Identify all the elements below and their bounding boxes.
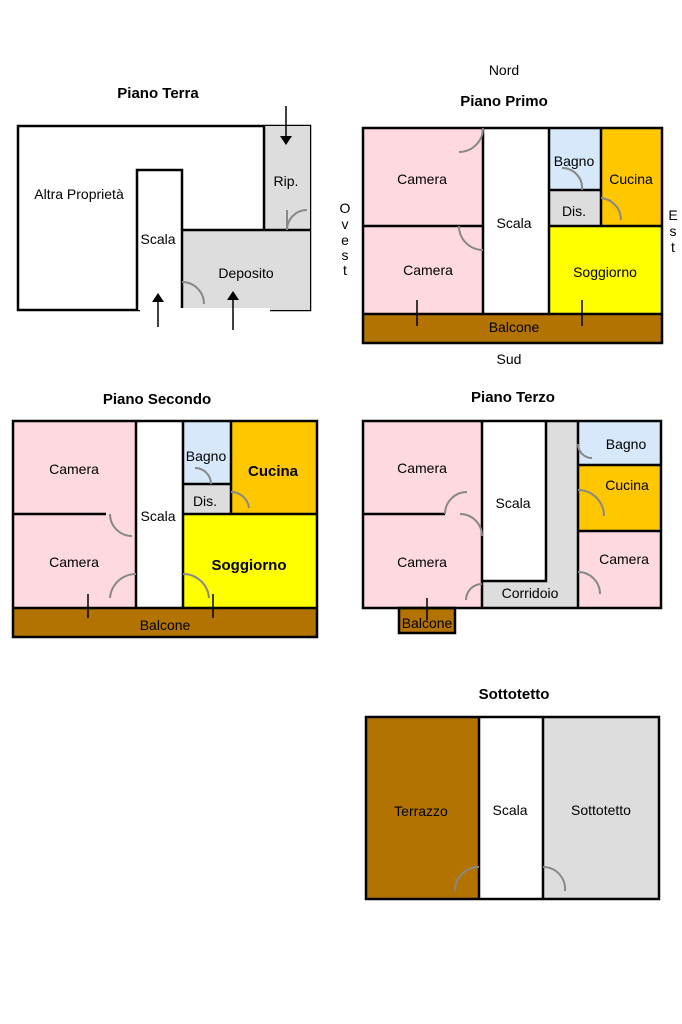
room-scala bbox=[479, 717, 543, 899]
floor-piano-primo: Piano Primo Camera Camera Scala Bagno Di… bbox=[361, 93, 664, 345]
room-camera bbox=[363, 514, 482, 608]
floor-piano-secondo: Piano Secondo Camera Camera Scala Bagno … bbox=[11, 391, 319, 639]
label-camera: Camera bbox=[397, 460, 447, 476]
label-scala: Scala bbox=[496, 215, 531, 231]
door-arc bbox=[577, 443, 593, 459]
label-camera: Camera bbox=[49, 461, 99, 477]
compass-west-char-2: e bbox=[341, 232, 349, 248]
room-camera bbox=[363, 128, 483, 226]
door-arc bbox=[465, 583, 483, 601]
compass-east-char-0: E bbox=[668, 207, 677, 223]
compass-north: Nord bbox=[489, 62, 519, 78]
room-cucina bbox=[601, 128, 662, 226]
label-corridoio: Corridoio bbox=[502, 585, 559, 601]
floor-title: Piano Terzo bbox=[471, 389, 555, 406]
door-arc bbox=[577, 489, 605, 517]
door-arc bbox=[182, 572, 210, 599]
label-soggiorno: Soggiorno bbox=[573, 264, 637, 280]
room-camera bbox=[363, 421, 482, 514]
door-arc bbox=[454, 866, 480, 892]
compass-west-char-1: v bbox=[342, 216, 349, 232]
label-altra-proprieta: Altra Proprietà bbox=[34, 186, 124, 202]
label-balcone: Balcone bbox=[489, 319, 540, 335]
compass-east-char-2: t bbox=[671, 239, 675, 255]
compass-west-char-4: t bbox=[343, 262, 347, 278]
floor-sottotetto: Sottotetto Terrazzo Scala Sottotetto bbox=[364, 686, 661, 901]
entrance-arrow-icon bbox=[280, 106, 292, 145]
floor-title: Piano Primo bbox=[460, 93, 548, 110]
room-corridoio-side bbox=[546, 421, 578, 608]
label-sottotetto: Sottotetto bbox=[571, 802, 631, 818]
room-camera bbox=[13, 421, 136, 514]
label-balcone: Balcone bbox=[402, 615, 453, 631]
room-scala bbox=[483, 128, 549, 314]
floor-title: Piano Terra bbox=[117, 85, 199, 102]
compass-west-char-0: O bbox=[340, 200, 351, 216]
room-terrazzo bbox=[366, 717, 479, 899]
label-cucina: Cucina bbox=[605, 477, 649, 493]
label-ripostiglio: Rip. bbox=[274, 173, 299, 189]
room-disimpegno bbox=[183, 484, 231, 514]
label-camera: Camera bbox=[49, 554, 99, 570]
label-disimpegno: Dis. bbox=[193, 493, 217, 509]
label-balcone: Balcone bbox=[140, 617, 191, 633]
label-disimpegno: Dis. bbox=[562, 203, 586, 219]
room-corridoio bbox=[482, 581, 546, 608]
compass-east: E s t bbox=[668, 207, 677, 255]
room-soggiorno bbox=[549, 226, 662, 314]
floor-piano-terzo: Piano Terzo Camera Camera Scala Bagno Cu… bbox=[361, 389, 663, 635]
door-arc bbox=[109, 513, 133, 537]
label-camera: Camera bbox=[397, 554, 447, 570]
label-camera: Camera bbox=[397, 171, 447, 187]
room-balcone bbox=[363, 314, 662, 343]
compass-east-char-1: s bbox=[670, 223, 677, 239]
door-arc bbox=[600, 197, 623, 221]
room-bagno bbox=[549, 128, 601, 190]
floor-title: Sottotetto bbox=[479, 686, 550, 703]
door-arc bbox=[181, 281, 205, 305]
label-camera: Camera bbox=[403, 262, 453, 278]
door-arc bbox=[561, 166, 584, 191]
door-arc bbox=[194, 467, 212, 485]
floor-title: Piano Secondo bbox=[103, 391, 211, 408]
room-balcone bbox=[13, 608, 317, 637]
label-cucina: Cucina bbox=[248, 463, 299, 480]
entrance-arrow-icon bbox=[227, 291, 239, 330]
room-camera bbox=[578, 531, 661, 608]
label-scala: Scala bbox=[140, 508, 175, 524]
label-terrazzo: Terrazzo bbox=[394, 803, 448, 819]
label-deposito: Deposito bbox=[218, 265, 273, 281]
label-soggiorno: Soggiorno bbox=[212, 557, 287, 574]
door-arc bbox=[458, 225, 484, 251]
entrance-arrow-icon bbox=[152, 293, 164, 327]
label-scala: Scala bbox=[495, 495, 530, 511]
door-arc bbox=[444, 491, 468, 515]
door-arc bbox=[458, 127, 484, 153]
compass-west: O v e s t bbox=[340, 200, 351, 278]
floor-piano-terra: Piano Terra Altra Proprietà Scala Rip. D… bbox=[16, 85, 312, 330]
room-sottotetto bbox=[543, 717, 659, 899]
room-cucina bbox=[578, 465, 661, 531]
label-bagno: Bagno bbox=[186, 448, 227, 464]
room-scala bbox=[136, 421, 183, 608]
label-cucina: Cucina bbox=[609, 171, 653, 187]
door-arc bbox=[577, 571, 601, 595]
compass-west-char-3: s bbox=[342, 247, 349, 263]
room-disimpegno bbox=[549, 190, 601, 226]
door-arc bbox=[459, 513, 483, 537]
label-bagno: Bagno bbox=[606, 436, 647, 452]
room-scala bbox=[137, 170, 182, 310]
compass-south: Sud bbox=[497, 351, 522, 367]
label-camera: Camera bbox=[599, 551, 649, 567]
room-soggiorno bbox=[183, 514, 317, 608]
room-scala bbox=[482, 421, 546, 581]
label-bagno: Bagno bbox=[554, 153, 595, 169]
label-scala: Scala bbox=[492, 802, 527, 818]
label-scala: Scala bbox=[140, 231, 175, 247]
door-arc bbox=[230, 490, 250, 509]
door-arc bbox=[542, 865, 567, 892]
door-arc bbox=[109, 572, 137, 599]
